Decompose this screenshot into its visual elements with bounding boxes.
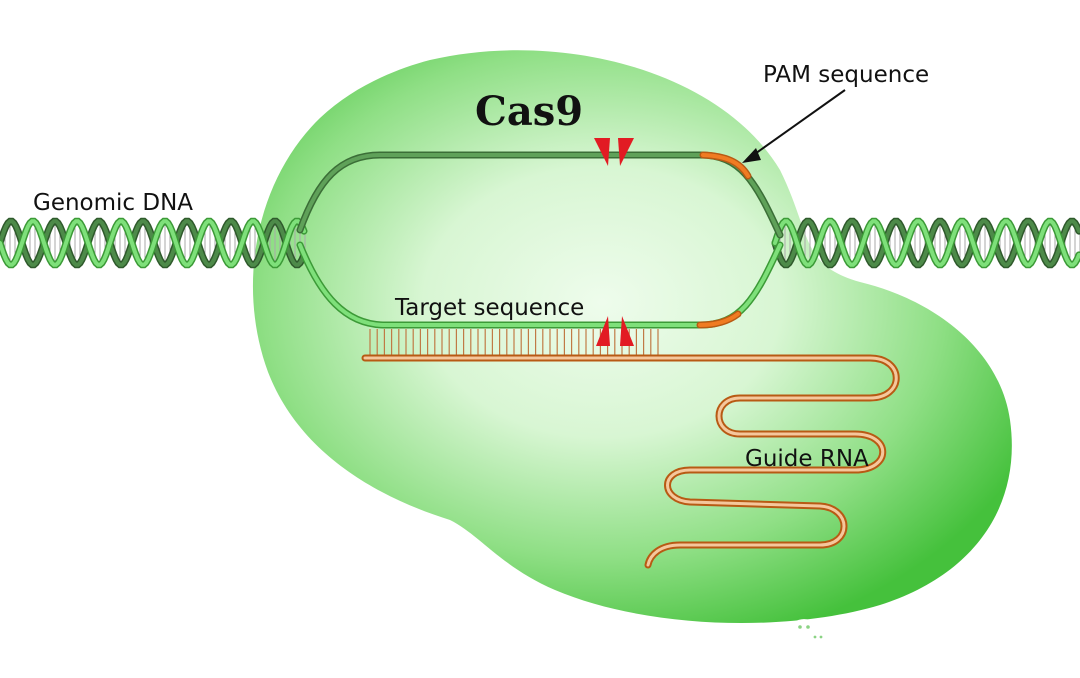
dna-target-strand-core xyxy=(298,243,782,327)
dna-non-target-strand-core xyxy=(298,153,782,237)
cas9-label: Cas9 xyxy=(475,88,583,135)
helix-right-dark-strand xyxy=(773,219,1080,267)
cut-marker-top-left xyxy=(594,138,610,166)
wechat-icon xyxy=(791,619,828,646)
guide-rna-core xyxy=(363,356,898,567)
base-pair-ticks xyxy=(369,329,659,355)
pam-sequence-label: PAM sequence xyxy=(763,62,929,88)
cut-marker-bottom-left xyxy=(596,316,610,346)
genomic-dna-label: Genomic DNA xyxy=(33,190,193,216)
genomic-dna-helix-left xyxy=(0,217,308,269)
watermark-text: 公众号 · 新智元 xyxy=(838,624,991,649)
helix-right-light-strand xyxy=(773,219,1080,267)
cut-marker-bottom-right xyxy=(620,316,634,346)
cut-marker-top-right xyxy=(618,138,634,166)
target-strand-orange-segment-core xyxy=(698,312,740,327)
helix-left-dark-strand xyxy=(0,219,306,267)
pam-arrow-head xyxy=(742,148,761,163)
pam-arrow xyxy=(751,89,846,157)
watermark: 公众号 · 新智元 xyxy=(791,619,991,649)
genomic-dna-helix-right xyxy=(771,217,1080,269)
helix-left-light-strand xyxy=(0,219,306,267)
pam-segment-core xyxy=(701,153,750,178)
target-sequence-label: Target sequence xyxy=(394,295,584,321)
cas9-protein xyxy=(252,50,1012,624)
guide-rna-label: Guide RNA xyxy=(745,446,869,472)
